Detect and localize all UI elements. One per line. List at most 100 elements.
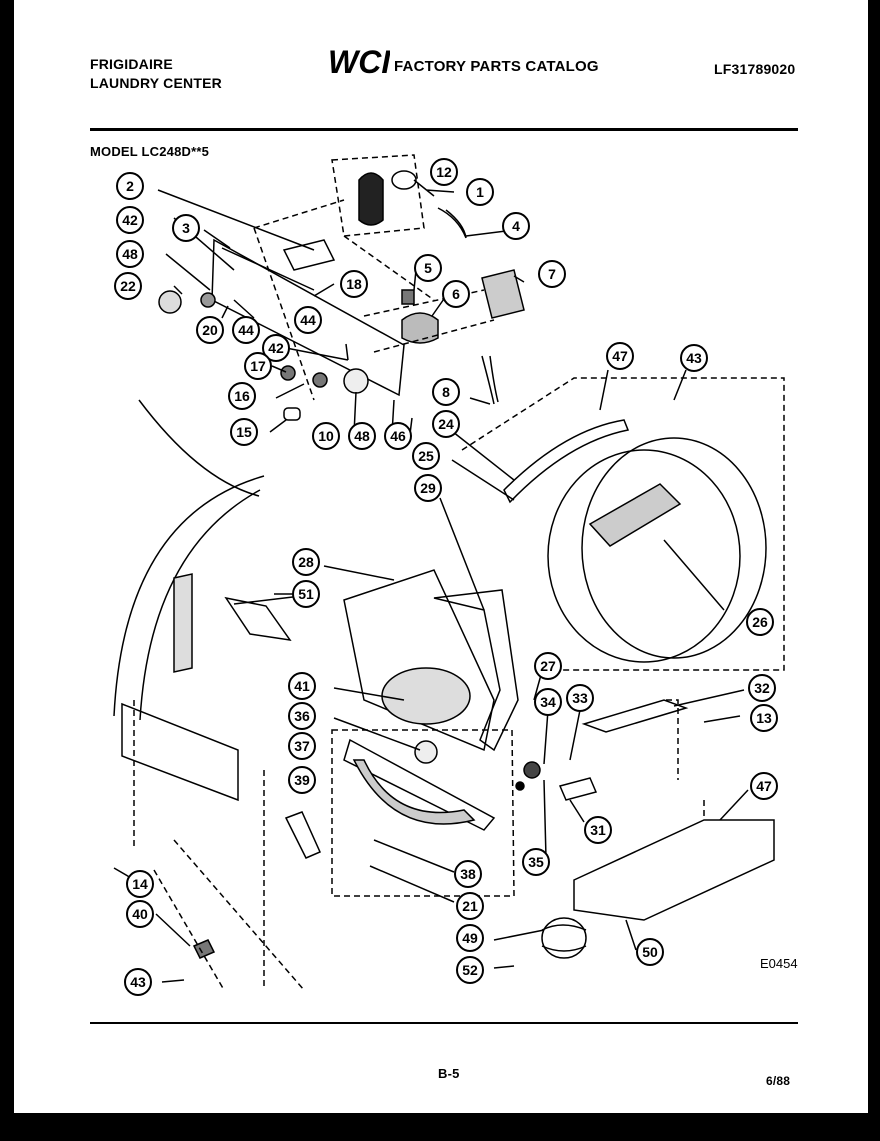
callout-43: 43: [680, 344, 708, 372]
callout-number: 50: [642, 944, 658, 960]
callout-circle: [196, 316, 224, 344]
callout-number: 47: [756, 778, 772, 794]
wci-logo: WCI: [328, 44, 390, 78]
callout-circle: [294, 306, 322, 334]
callout-number: 14: [132, 876, 148, 892]
callout-circle: [348, 422, 376, 450]
callout-number: 32: [754, 680, 770, 696]
callout-number: 6: [452, 286, 460, 302]
callout-number: 52: [462, 962, 478, 978]
callout-number: 46: [390, 428, 406, 444]
callout-circle: [432, 410, 460, 438]
callout-number: 8: [442, 384, 450, 400]
catalog-code: LF31789020: [714, 61, 796, 77]
bracket-part-3: [282, 239, 336, 271]
lint-duct-part-41: [381, 667, 471, 725]
knob-part-22: [158, 290, 182, 314]
callout-number: 10: [318, 428, 334, 444]
catalog-page: FRIGIDAIRE LAUNDRY CENTER WCI FACTORY PA…: [14, 0, 868, 1113]
callout-circle: [126, 900, 154, 928]
callout-number: 48: [354, 428, 370, 444]
bracket-part-51: [224, 596, 292, 642]
callout-number: 12: [436, 164, 452, 180]
page-number: B-5: [438, 1066, 460, 1081]
callout-20: 20: [196, 316, 224, 344]
date-code: 6/88: [766, 1074, 791, 1088]
callout-circle: [312, 422, 340, 450]
catalog-title: FACTORY PARTS CATALOG: [394, 58, 599, 75]
callout-32: 32: [748, 674, 776, 702]
callout-18: 18: [340, 270, 368, 298]
callout-48: 48: [116, 240, 144, 268]
callout-number: 13: [756, 710, 772, 726]
callout-number: 48: [122, 246, 138, 262]
motor-part-6: [401, 312, 439, 344]
callout-52: 52: [456, 956, 484, 984]
callout-number: 51: [298, 586, 314, 602]
callout-number: 49: [462, 930, 478, 946]
callout-number: 1: [476, 184, 484, 200]
bushing-part-17: [280, 365, 296, 381]
callout-44: 44: [232, 316, 260, 344]
callout-17: 17: [244, 352, 272, 380]
base-part-50: [573, 819, 775, 921]
callout-25: 25: [412, 442, 440, 470]
drum-part-26: [581, 437, 767, 659]
callout-number: 20: [202, 322, 218, 338]
callout-number: 43: [130, 974, 146, 990]
lint-screen-frame-37: [343, 738, 496, 831]
callout-34: 34: [534, 688, 562, 716]
callout-circle: [566, 684, 594, 712]
callout-51: 51: [292, 580, 320, 608]
callout-46: 46: [384, 422, 412, 450]
callout-circle: [116, 172, 144, 200]
drawing-code: E0454: [760, 956, 798, 971]
callout-number: 26: [752, 614, 768, 630]
callout-circle: [384, 422, 412, 450]
callout-number: 15: [236, 424, 252, 440]
callout-number: 21: [462, 898, 478, 914]
callout-circle: [288, 766, 316, 794]
console-top-outline: [331, 154, 425, 237]
callout-circle: [538, 260, 566, 288]
hinge-part-40: [192, 939, 216, 959]
callout-number: 3: [182, 220, 190, 236]
timer-part-7: [481, 269, 525, 319]
control-panel: [211, 238, 405, 397]
callout-number: 18: [346, 276, 362, 292]
brand-line-1: FRIGIDAIRE: [90, 56, 173, 72]
callout-35: 35: [522, 848, 550, 876]
callout-47: 47: [606, 342, 634, 370]
callout-49: 49: [456, 924, 484, 952]
drum-rim: [547, 449, 741, 663]
panel-part-51: [173, 573, 193, 673]
callout-circle: [522, 848, 550, 876]
callout-circle: [746, 608, 774, 636]
callout-number: 16: [234, 388, 250, 404]
callout-circle: [454, 860, 482, 888]
callout-circle: [456, 956, 484, 984]
callout-circle: [124, 968, 152, 996]
callout-circle: [442, 280, 470, 308]
heater-bracket-part-32: [581, 699, 689, 733]
callout-number: 7: [548, 266, 556, 282]
callout-26: 26: [746, 608, 774, 636]
callout-circle: [584, 816, 612, 844]
seal-part-36: [414, 740, 438, 764]
callout-number: 37: [294, 738, 310, 754]
knob-part-15: [283, 407, 301, 421]
callout-13: 13: [750, 704, 778, 732]
callout-number: 41: [294, 678, 310, 694]
callout-circle: [636, 938, 664, 966]
callout-circle: [288, 702, 316, 730]
callout-15: 15: [230, 418, 258, 446]
callout-circle: [466, 178, 494, 206]
dial-part-10: [343, 368, 369, 394]
callout-circle: [116, 240, 144, 268]
bushing-part-20: [200, 292, 216, 308]
callout-circle: [230, 418, 258, 446]
callout-number: 36: [294, 708, 310, 724]
callout-50: 50: [636, 938, 664, 966]
callout-circle: [534, 652, 562, 680]
callout-12: 12: [430, 158, 458, 186]
